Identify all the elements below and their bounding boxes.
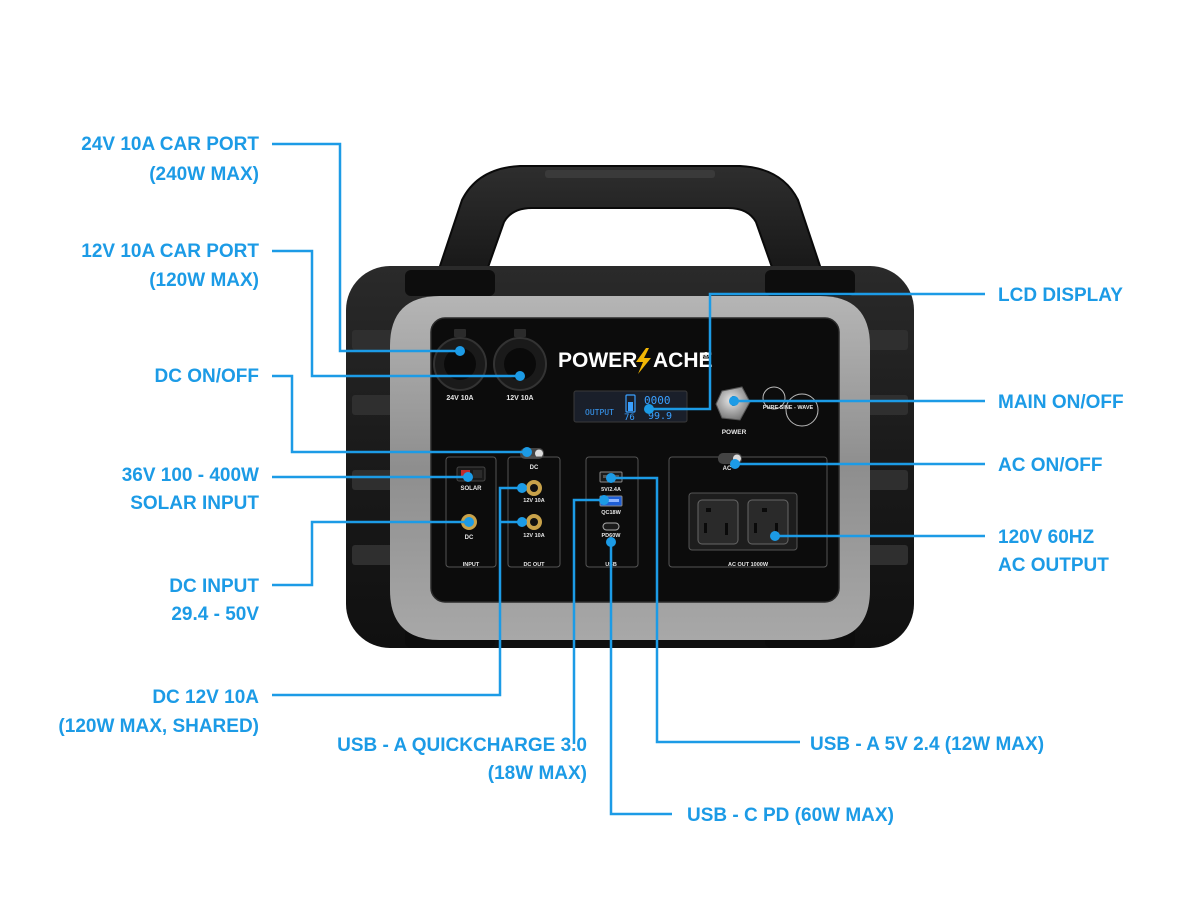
brand-mark: ® xyxy=(703,351,709,360)
ac-outlet-1[interactable] xyxy=(697,499,739,545)
usb-qc-label: QC18W xyxy=(601,510,621,516)
dot-dc12-b xyxy=(517,517,527,527)
dot-solar xyxy=(463,472,473,482)
lcd-output-text: OUTPUT xyxy=(585,408,614,417)
callout-lcd: LCD DISPLAY xyxy=(998,285,1123,306)
callout-ac-out-line2: AC OUTPUT xyxy=(998,555,1109,576)
dot-car12 xyxy=(515,371,525,381)
ac-group-label: AC OUT 1000W xyxy=(728,562,769,568)
pure-sine-badge: PURE SINE - WAVE xyxy=(762,386,819,427)
callout-dc12-line1: DC 12V 10A xyxy=(152,687,259,708)
usb-c-port[interactable] xyxy=(602,522,620,531)
callout-labels-right: LCD DISPLAY MAIN ON/OFF AC ON/OFF 120V 6… xyxy=(998,285,1124,576)
dot-dcin xyxy=(464,517,474,527)
lcd-display: OUTPUT 0000 76 99.9 xyxy=(573,390,688,423)
leader-dcin xyxy=(272,520,469,587)
dot-main xyxy=(729,396,739,406)
usb-a-label: 5V/2.4A xyxy=(601,487,621,493)
callout-car24-line1: 24V 10A CAR PORT xyxy=(81,134,259,155)
callout-ac-onoff: AC ON/OFF xyxy=(998,455,1103,476)
leader-lcd xyxy=(649,292,985,411)
pure-sine-label: PURE SINE - WAVE xyxy=(763,405,814,411)
leader-usba xyxy=(611,476,800,744)
callout-car24-line2: (240W MAX) xyxy=(149,164,259,185)
lightning-icon xyxy=(636,348,651,374)
dot-ac-out xyxy=(770,531,780,541)
callout-dc-onoff: DC ON/OFF xyxy=(155,366,260,387)
callout-labels-left: 24V 10A CAR PORT (240W MAX) 12V 10A CAR … xyxy=(58,134,259,737)
input-group-label: INPUT xyxy=(463,562,480,568)
callout-car12-line1: 12V 10A CAR PORT xyxy=(81,241,259,262)
ac-group-box xyxy=(668,456,828,568)
callout-dots xyxy=(455,346,780,547)
leader-qc xyxy=(572,498,604,744)
bumper-top-left xyxy=(405,270,495,296)
dc-out-port-1-label: 12V 10A xyxy=(523,498,544,504)
brand-logo: POWER ACHE ® xyxy=(558,348,713,374)
power-label: POWER xyxy=(722,429,747,436)
dc-out-port-1[interactable] xyxy=(526,480,542,496)
dc-out-port-2[interactable] xyxy=(526,514,542,530)
car-port-12v[interactable]: 12V 10A xyxy=(493,329,547,402)
lcd-secondary: 99.9 xyxy=(648,411,672,422)
dot-dc-onoff xyxy=(522,447,532,457)
callout-usbc: USB - C PD (60W MAX) xyxy=(687,805,894,826)
leader-usbc xyxy=(609,542,672,816)
callout-dc12-line2: (120W MAX, SHARED) xyxy=(58,716,259,737)
ac-outlet-2[interactable] xyxy=(747,499,789,545)
handle-grip-top xyxy=(545,170,715,178)
usb-c-label: PD60W xyxy=(602,533,622,539)
callout-solar-line2: SOLAR INPUT xyxy=(130,493,259,514)
bumper-top-right xyxy=(765,270,855,296)
dot-car24 xyxy=(455,346,465,356)
callout-car12-line2: (120W MAX) xyxy=(149,270,259,291)
callout-lines xyxy=(272,142,985,816)
lcd-watts: 0000 xyxy=(644,394,671,407)
dc-out-group-label: DC OUT xyxy=(523,562,545,568)
side-ribs-left xyxy=(352,330,402,565)
callout-dcin-line1: DC INPUT xyxy=(169,576,259,597)
brand-name-left: POWER xyxy=(558,349,637,372)
callout-labels-bottom: USB - A QUICKCHARGE 3.0 (18W MAX) USB - … xyxy=(337,734,1044,826)
dot-ac-onoff xyxy=(730,459,740,469)
callout-ac-out-line1: 120V 60HZ xyxy=(998,527,1095,548)
battery-icon xyxy=(625,394,636,413)
callout-qc-line1: USB - A QUICKCHARGE 3.0 xyxy=(337,735,587,756)
leader-car12 xyxy=(272,249,520,378)
dot-qc xyxy=(599,495,609,505)
ac-switch-label: AC xyxy=(723,466,732,472)
callout-main-onoff: MAIN ON/OFF xyxy=(998,392,1124,413)
dc-input-label: DC xyxy=(465,535,474,541)
callout-solar-line1: 36V 100 - 400W xyxy=(122,465,259,486)
callout-usba: USB - A 5V 2.4 (12W MAX) xyxy=(810,734,1044,755)
callout-qc-line2: (18W MAX) xyxy=(488,763,587,784)
car-port-12v-label: 12V 10A xyxy=(506,395,533,402)
dc-switch-label: DC xyxy=(530,465,539,471)
dot-usbc xyxy=(606,537,616,547)
leader-car24 xyxy=(272,142,460,353)
input-group-box xyxy=(445,456,497,568)
power-station: 24V 10A 12V 10A POWER ACHE ® OUTPUT 0000… xyxy=(346,165,914,648)
dc-out-group-box xyxy=(507,456,561,568)
lcd-percent: 76 xyxy=(624,413,635,423)
callout-dcin-line2: 29.4 - 50V xyxy=(171,604,259,625)
solar-label: SOLAR xyxy=(461,486,483,492)
dot-usba xyxy=(606,473,616,483)
brand-name-right: ACHE xyxy=(653,349,713,372)
leader-dc-onoff xyxy=(272,374,527,454)
dc-out-port-2-label: 12V 10A xyxy=(523,533,544,539)
dot-lcd xyxy=(644,404,654,414)
car-port-24v-label: 24V 10A xyxy=(446,395,473,402)
dot-dc12-a xyxy=(517,483,527,493)
